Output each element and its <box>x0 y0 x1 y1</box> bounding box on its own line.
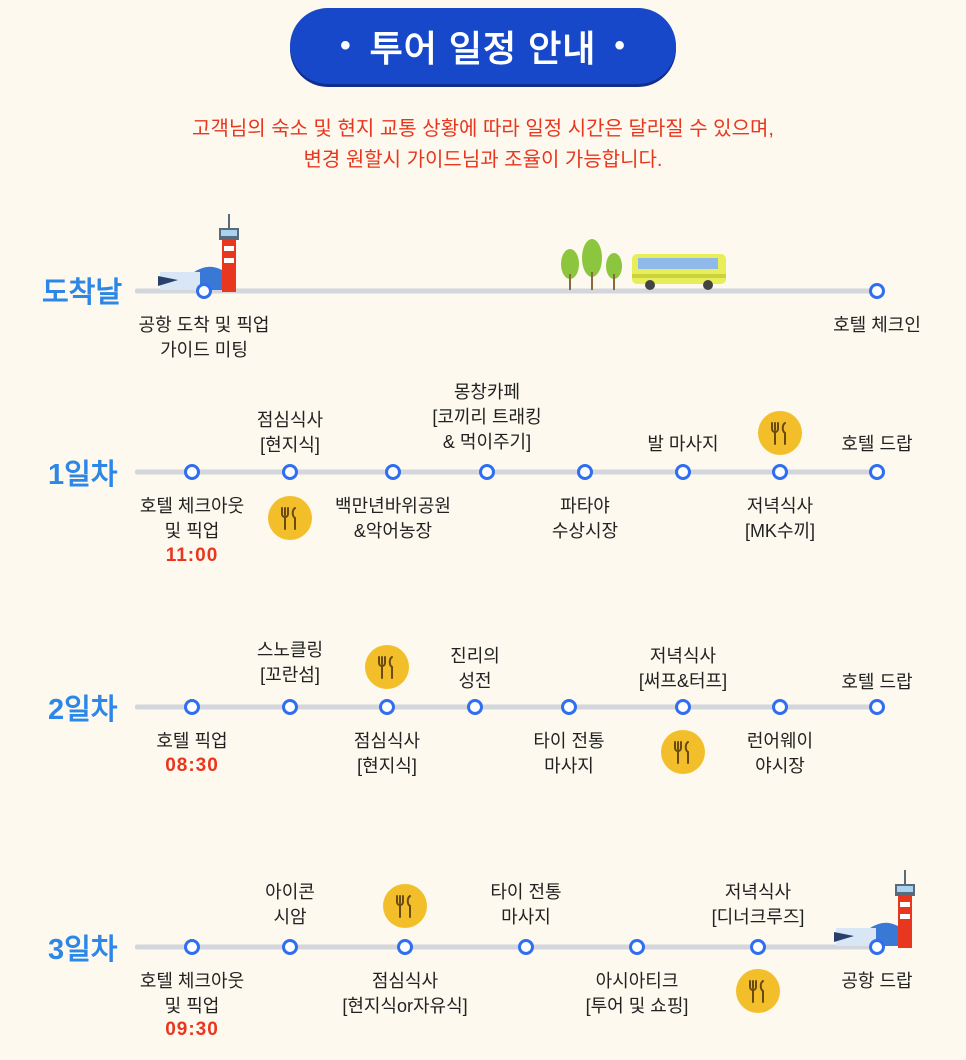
timeline-day-1 <box>135 469 880 475</box>
node-d1-park <box>385 464 401 480</box>
meal-icon <box>383 884 427 928</box>
label-d2-night: 런어웨이 야시장 <box>746 731 814 776</box>
trees-icon <box>561 239 622 290</box>
node-d2-pickup <box>184 699 200 715</box>
node-d1-market <box>577 464 593 480</box>
node-hotel-checkin <box>869 283 885 299</box>
label-d3-lunch: 점심식사 [현지식or자유식] <box>342 971 468 1016</box>
label-d1-checkout: 호텔 체크아웃 및 픽업 <box>139 496 245 541</box>
meal-icon <box>758 411 802 455</box>
airport-icon <box>158 214 239 292</box>
node-d2-drop <box>869 699 885 715</box>
node-d2-night <box>772 699 788 715</box>
airport-icon <box>834 870 915 948</box>
label-d2-temple: 진리의 성전 <box>450 646 500 691</box>
label-hotel-checkin: 호텔 체크인 <box>833 315 921 335</box>
node-d3-iconsiam <box>282 939 298 955</box>
node-d3-checkout <box>184 939 200 955</box>
timeline-day-2 <box>135 704 880 710</box>
label-d3-dinner: 저녁식사 [디너크루즈] <box>711 882 805 927</box>
title-bullet-left: • <box>340 29 352 62</box>
label-d2-massage: 타이 전통 마사지 <box>533 731 605 776</box>
node-d3-lunch <box>397 939 413 955</box>
node-d3-drop <box>869 939 885 955</box>
label-d3-checkout: 호텔 체크아웃 및 픽업 <box>139 971 245 1016</box>
time-d1-pickup: 11:00 <box>165 545 219 566</box>
label-d2-lunch: 점심식사 [현지식] <box>353 731 421 776</box>
node-d1-checkout <box>184 464 200 480</box>
node-d1-cafe <box>479 464 495 480</box>
label-d1-market: 파타야 수상시장 <box>551 496 619 541</box>
day-label-3: 3일차 <box>48 934 118 966</box>
node-d3-asiatique <box>629 939 645 955</box>
node-d2-snorkel <box>282 699 298 715</box>
node-d2-lunch <box>379 699 395 715</box>
node-d3-dinner <box>750 939 766 955</box>
label-d1-cafe: 몽창카페 [코끼리 트래킹 & 먹이주기] <box>432 382 542 452</box>
meal-icon <box>268 496 312 540</box>
label-airport-arrival: 공항 도착 및 픽업 가이드 미팅 <box>138 315 270 360</box>
meal-icon <box>661 730 705 774</box>
label-d3-iconsiam: 아이콘 시암 <box>265 882 315 927</box>
label-d1-lunch: 점심식사 [현지식] <box>256 410 324 455</box>
label-d1-drop: 호텔 드랍 <box>841 434 913 454</box>
label-d1-park: 백만년바위공원 &악어농장 <box>335 496 451 541</box>
node-d2-dinner <box>675 699 691 715</box>
label-d3-drop: 공항 드랍 <box>841 971 913 991</box>
title-banner: • 투어 일정 안내 • <box>290 8 676 84</box>
notice-line-1: 고객님의 숙소 및 현지 교통 상황에 따라 일정 시간은 달라질 수 있으며, <box>192 118 774 140</box>
label-d3-asiatique: 아시아티크 [투어 및 쇼핑] <box>585 971 689 1016</box>
node-airport-arrival <box>196 283 212 299</box>
meal-icon <box>365 645 409 689</box>
label-d2-snorkel: 스노클링 [꼬란섬] <box>256 640 324 685</box>
label-d1-massage: 발 마사지 <box>647 434 719 454</box>
timeline-day-3 <box>135 944 880 950</box>
label-d2-pickup: 호텔 픽업 <box>156 731 228 751</box>
time-d2-pickup: 08:30 <box>165 755 219 776</box>
node-d1-massage <box>675 464 691 480</box>
day-label-2: 2일차 <box>48 694 118 726</box>
page-title: 투어 일정 안내 <box>369 28 597 69</box>
node-d1-lunch <box>282 464 298 480</box>
node-d2-massage <box>561 699 577 715</box>
time-d3-pickup: 09:30 <box>165 1019 219 1040</box>
label-d3-massage: 타이 전통 마사지 <box>490 882 562 927</box>
bus-icon <box>632 254 726 290</box>
label-d1-dinner: 저녁식사 [MK수끼] <box>744 496 816 541</box>
node-d3-massage <box>518 939 534 955</box>
node-d2-temple <box>467 699 483 715</box>
node-d1-dinner <box>772 464 788 480</box>
label-d2-dinner: 저녁식사 [써프&터프] <box>638 646 728 691</box>
meal-icon <box>736 969 780 1013</box>
title-bullet-right: • <box>614 29 626 62</box>
timeline-arrival <box>135 288 880 294</box>
notice-line-2: 변경 원할시 가이드님과 조율이 가능합니다. <box>303 149 663 171</box>
label-d2-drop: 호텔 드랍 <box>841 672 913 692</box>
day-label-1: 1일차 <box>48 459 118 491</box>
day-label-arrival: 도착날 <box>42 277 123 309</box>
node-d1-drop <box>869 464 885 480</box>
